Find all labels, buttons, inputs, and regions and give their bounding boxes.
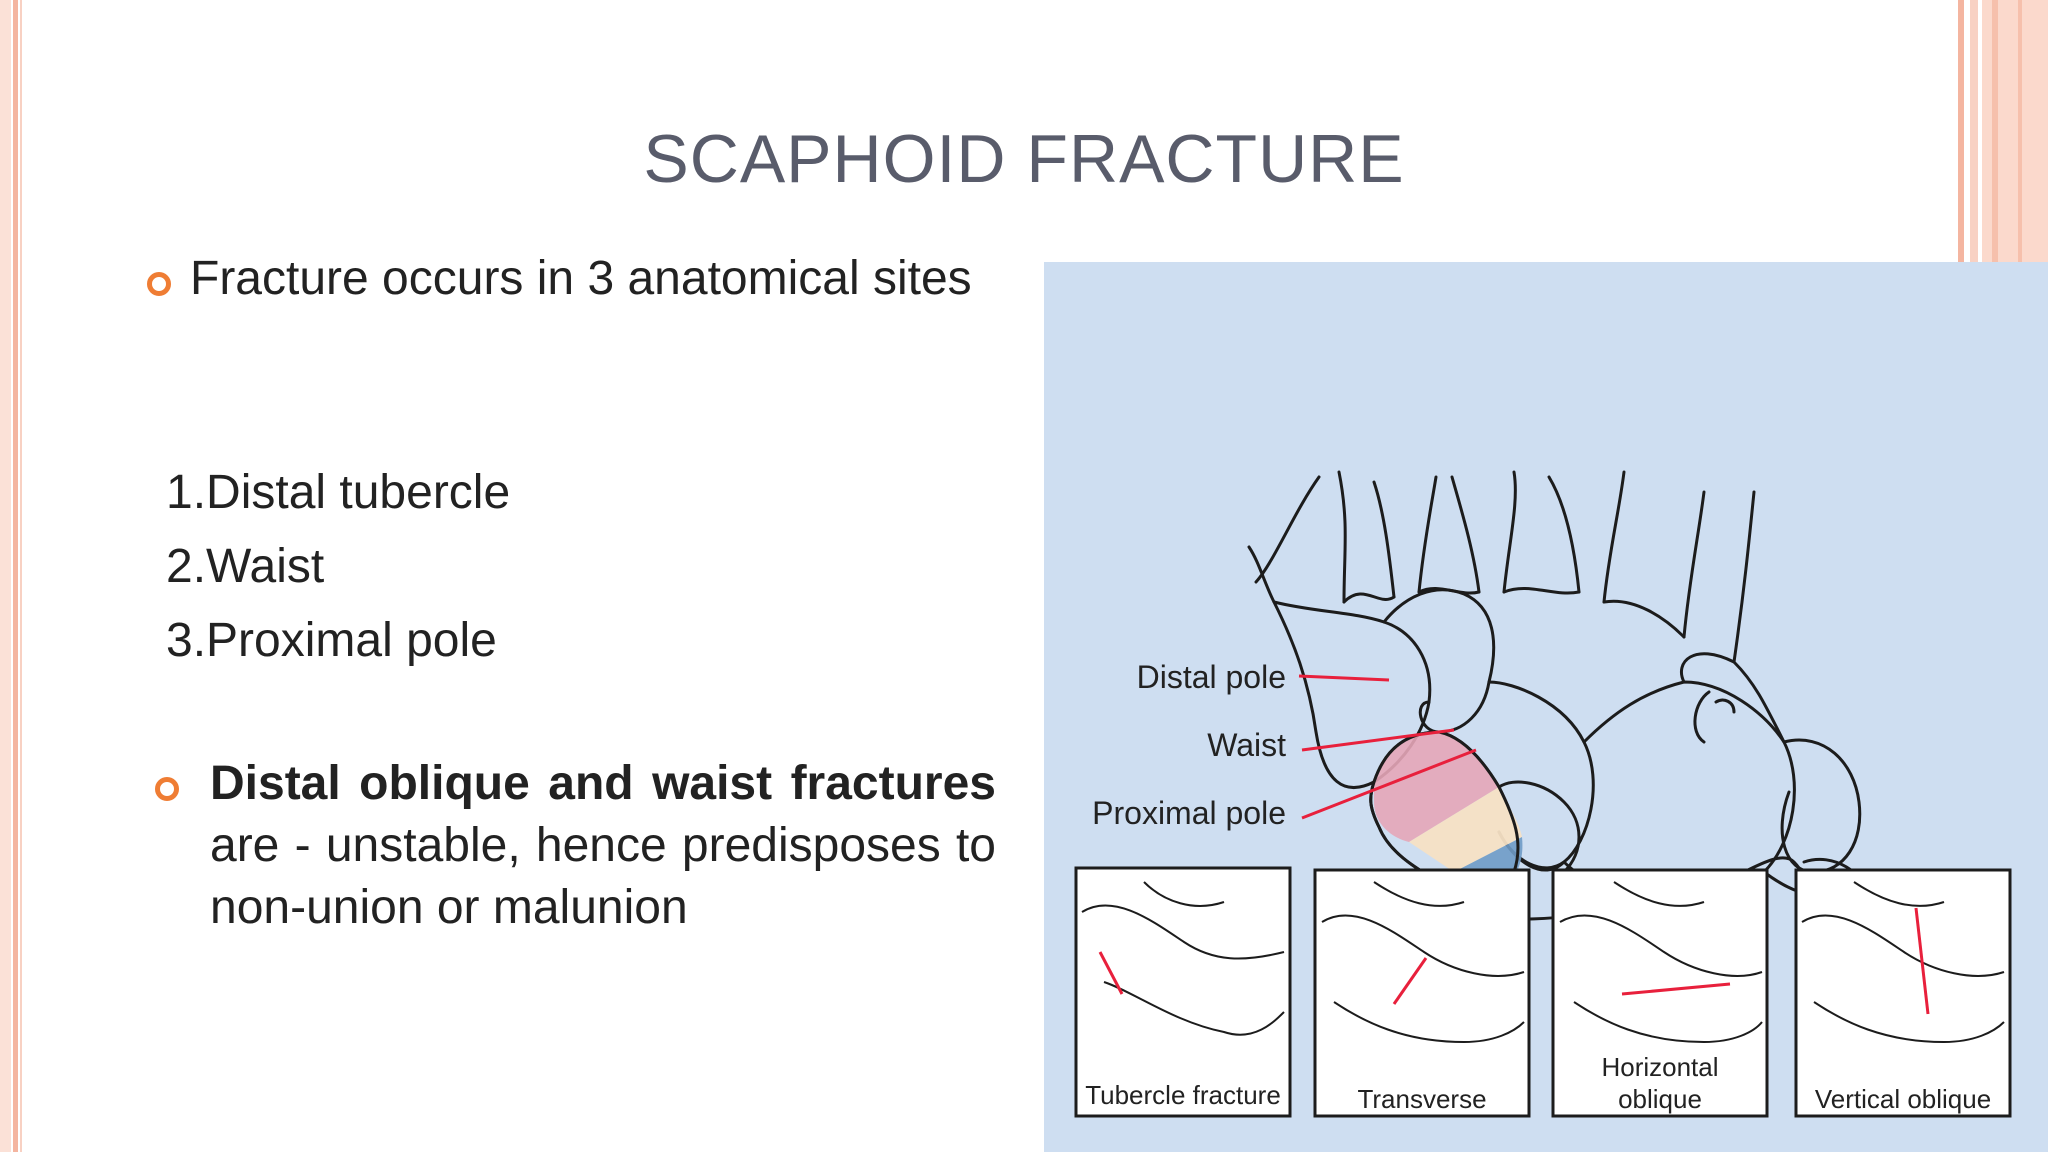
bullet-fracture-sites: Fracture occurs in 3 anatomical sites [190, 252, 972, 305]
panel-vertical-oblique: Vertical oblique [1794, 868, 2012, 1118]
panel-caption: Horizontal [1601, 1052, 1718, 1082]
bullet-unstable-fractures: Distal oblique and waist fractures are -… [210, 753, 996, 939]
scaphoid-fracture-illustration: Distal pole Waist Proximal pole Tubercle… [1044, 262, 2048, 1152]
list-item: 3.Proximal pole [166, 614, 497, 667]
emphasis-text: Distal oblique and waist fractures [210, 757, 996, 810]
body-text: are - unstable, hence predisposes to non… [210, 819, 996, 934]
panel-caption: Tubercle fracture [1085, 1080, 1281, 1110]
label-proximal-pole: Proximal pole [1092, 795, 1286, 831]
fracture-type-panels: Tubercle fracture Transverse Horizontal … [1074, 866, 2012, 1118]
bullet-circle-icon [155, 777, 179, 801]
panel-horizontal-oblique: Horizontal oblique [1551, 868, 1769, 1118]
list-item: 2.Waist [166, 540, 325, 593]
sites-list: 1.Distal tubercle 2.Waist 3.Proximal pol… [166, 456, 510, 678]
left-decorative-border [0, 0, 22, 1152]
panel-transverse: Transverse [1313, 868, 1531, 1118]
bullet-circle-icon [147, 272, 171, 296]
label-distal-pole: Distal pole [1137, 659, 1286, 695]
panel-caption: oblique [1618, 1084, 1702, 1114]
panel-tubercle-fracture: Tubercle fracture [1074, 866, 1292, 1118]
list-item: 1.Distal tubercle [166, 466, 511, 519]
panel-caption: Transverse [1357, 1084, 1486, 1114]
label-waist: Waist [1207, 727, 1286, 763]
slide-title: SCAPHOID FRACTURE [643, 121, 1405, 197]
panel-caption: Vertical oblique [1815, 1084, 1991, 1114]
